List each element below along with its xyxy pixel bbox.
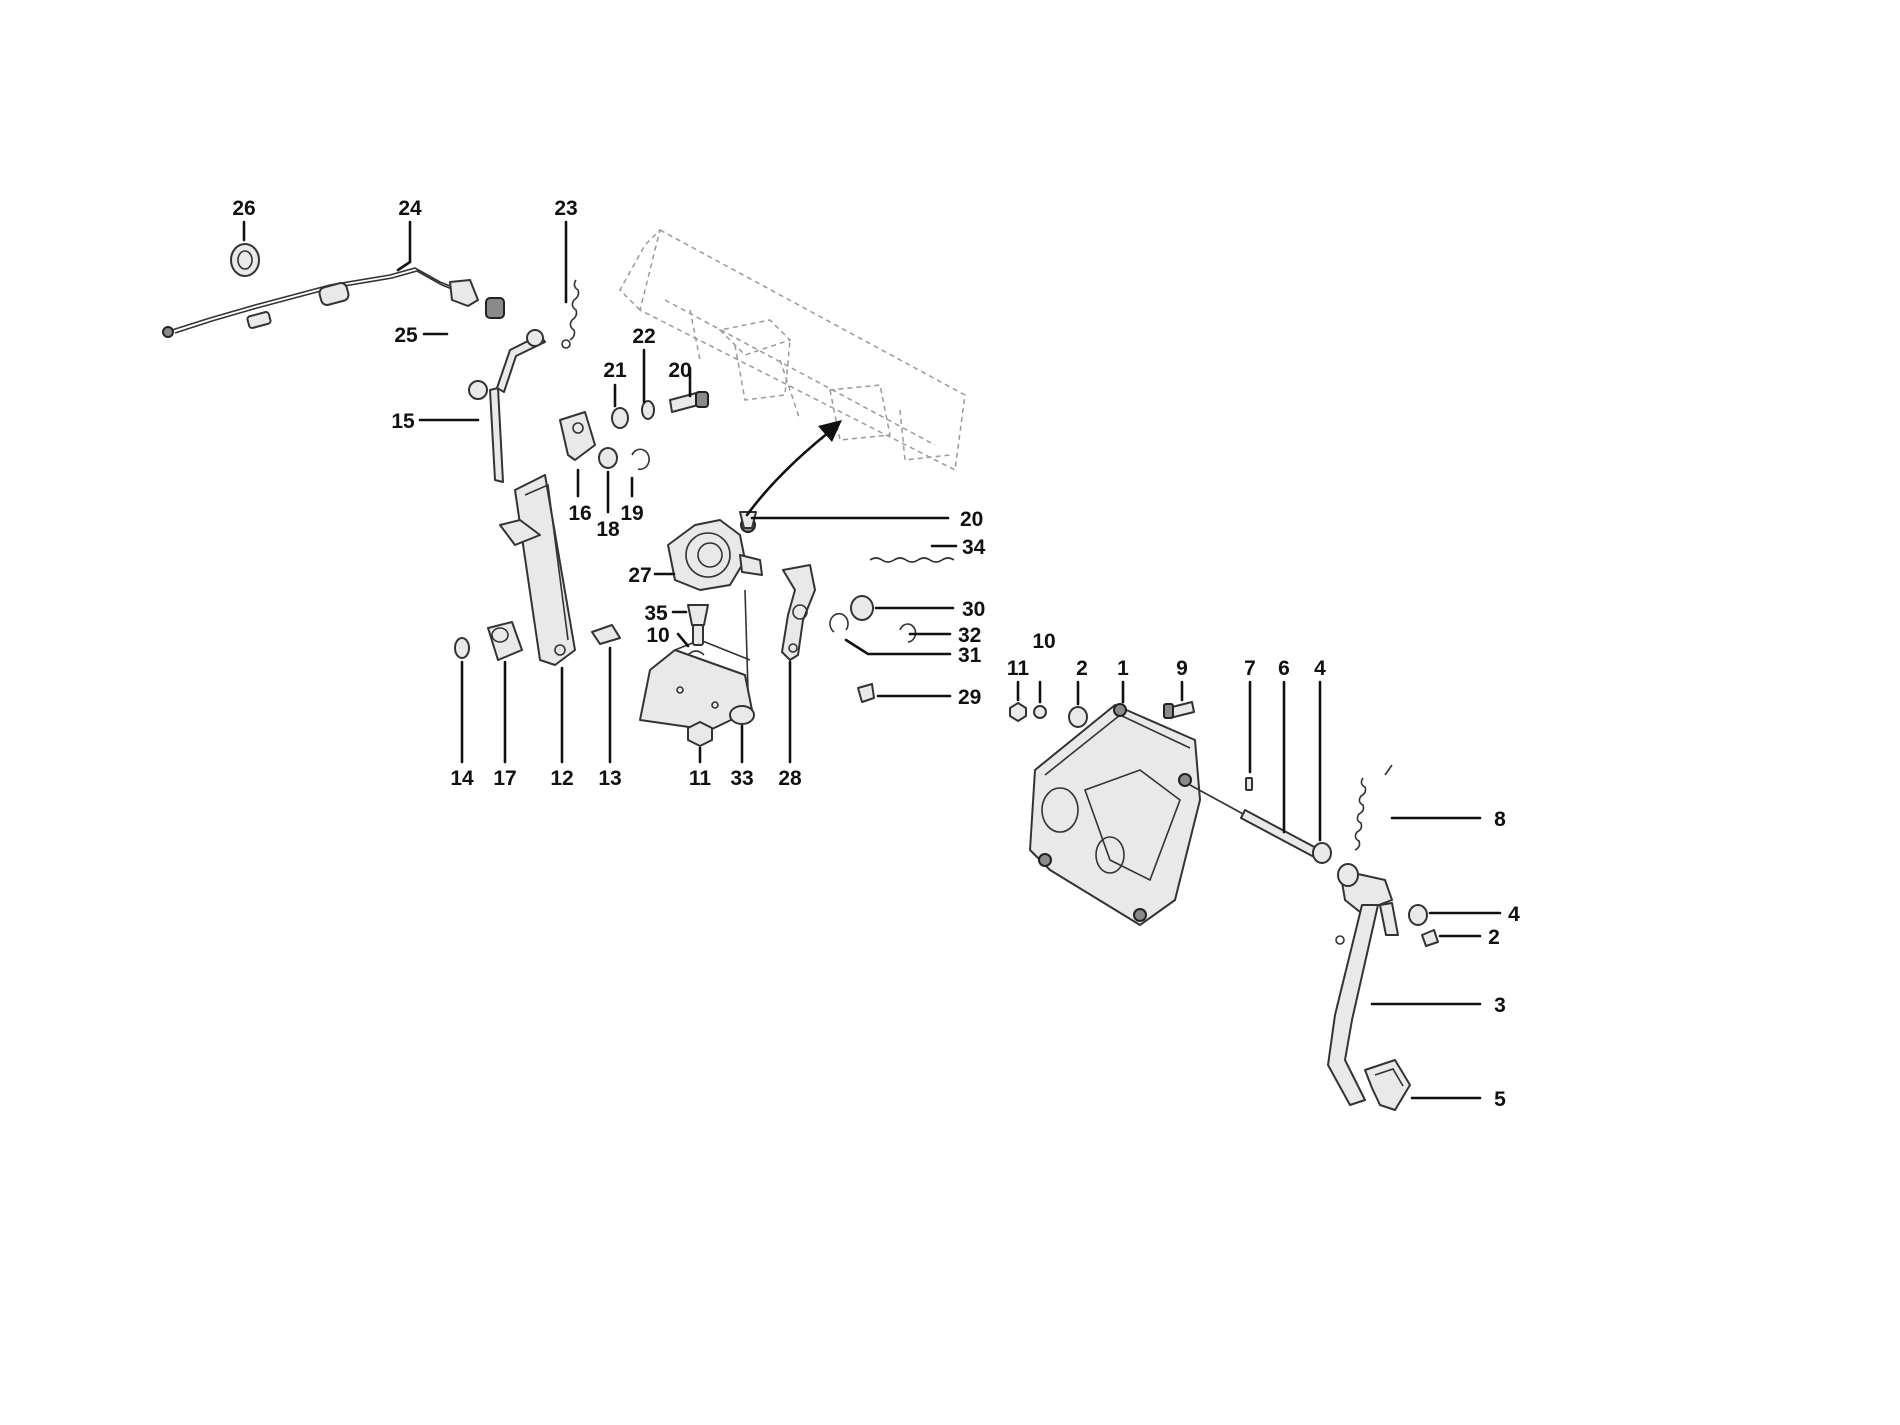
pivot-housing xyxy=(667,511,763,591)
callout-label: 16 xyxy=(568,502,591,525)
pivot-shaft xyxy=(1240,777,1332,864)
callout-label: 20 xyxy=(668,359,691,382)
callout-label: 11 xyxy=(689,767,712,790)
callout-label: 32 xyxy=(958,624,981,647)
callout-label: 1 xyxy=(1117,657,1129,680)
direction-arrow xyxy=(745,420,842,517)
callout-label: 26 xyxy=(232,197,255,220)
callout-label: 8 xyxy=(1494,808,1506,831)
pedal-box-fasteners xyxy=(1009,701,1195,728)
callout-label: 4 xyxy=(1508,903,1520,926)
callout-label: 29 xyxy=(958,686,981,709)
callout-label: 34 xyxy=(962,536,986,559)
vehicle-body-phantom-outline xyxy=(619,228,966,472)
intermediate-lever xyxy=(781,564,816,661)
cable-grommet xyxy=(230,243,260,277)
callout-label: 15 xyxy=(391,410,415,433)
callout-label: 7 xyxy=(1244,657,1256,680)
callout-label: 24 xyxy=(398,197,422,220)
callout-label: 23 xyxy=(554,197,577,220)
small-fasteners-upper xyxy=(598,391,709,471)
pedal-spring xyxy=(1354,764,1393,851)
callout-label: 4 xyxy=(1314,657,1326,680)
callout-label: 18 xyxy=(596,518,620,541)
brake-pedal xyxy=(1327,863,1399,1106)
callout-label: 2 xyxy=(1488,926,1500,949)
accelerator-pedal xyxy=(499,474,576,666)
pedal-pivot-parts xyxy=(1408,904,1439,947)
callout-label: 13 xyxy=(598,767,621,790)
callout-label: 5 xyxy=(1494,1088,1506,1111)
callout-label: 31 xyxy=(958,644,982,667)
bellcrank-lever xyxy=(559,411,596,461)
throttle-cable-assembly xyxy=(162,267,505,338)
callout-label: 28 xyxy=(778,767,802,790)
callout-label: 30 xyxy=(962,598,985,621)
callout-label: 33 xyxy=(730,767,753,790)
throttle-rod xyxy=(468,329,546,483)
pedal-bracket xyxy=(639,589,753,731)
callout-label: 9 xyxy=(1176,657,1188,680)
callout-label: 3 xyxy=(1494,994,1506,1017)
pedal-mount-parts xyxy=(454,621,621,661)
callout-label: 21 xyxy=(603,359,627,382)
callout-label: 22 xyxy=(632,325,655,348)
leader-lines xyxy=(242,220,1502,1100)
callout-label: 11 xyxy=(1007,657,1030,680)
callout-label: 6 xyxy=(1278,657,1290,680)
return-spring xyxy=(561,279,580,349)
callout-label: 10 xyxy=(1032,630,1055,653)
pedal-box-housing xyxy=(1029,703,1246,926)
pedal-pad xyxy=(1364,1059,1411,1111)
callout-label: 35 xyxy=(644,602,668,625)
callout-label: 25 xyxy=(394,324,418,347)
callout-label: 17 xyxy=(493,767,516,790)
lever-fittings xyxy=(829,557,955,703)
bracket-fasteners xyxy=(687,604,755,747)
callout-labels: 26 24 23 25 22 21 20 15 16 18 19 20 34 2… xyxy=(232,197,1520,1111)
callout-label: 12 xyxy=(550,767,573,790)
callout-label: 2 xyxy=(1076,657,1088,680)
callout-label: 14 xyxy=(450,767,474,790)
callout-label: 27 xyxy=(628,564,651,587)
callout-label: 20 xyxy=(960,508,983,531)
callout-label: 10 xyxy=(646,624,669,647)
callout-label: 19 xyxy=(620,502,643,525)
